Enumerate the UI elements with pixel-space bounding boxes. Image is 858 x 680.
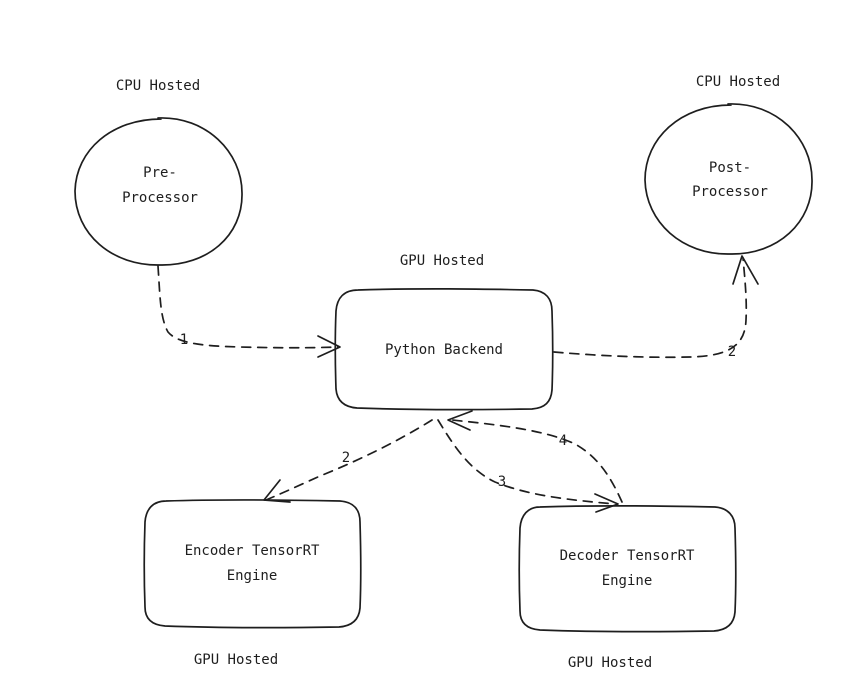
edge-backend-to-decoder-number: 3 — [498, 474, 506, 490]
edge-backend-to-encoder-line — [265, 419, 433, 501]
edge-backend-to-encoder-arrowhead — [263, 479, 291, 503]
edge-pre-to-backend-line — [157, 265, 339, 349]
edge-decoder-to-backend-line — [451, 419, 623, 503]
python-backend-hosting-label: GPU Hosted — [400, 253, 484, 269]
pre-processor-label-line2: Processor — [122, 190, 198, 206]
pre-processor-circle — [74, 117, 243, 266]
post-processor-circle — [644, 103, 813, 255]
pre-processor-label-line1: Pre- — [143, 165, 177, 181]
edge-backend-to-post-arrowhead — [732, 255, 759, 285]
edge-decoder-to-backend: 4 — [447, 410, 623, 503]
edge-decoder-to-backend-arrowhead — [447, 410, 473, 431]
edge-backend-to-encoder: 2 — [263, 419, 433, 503]
python-backend-node: GPU Hosted Python Backend — [334, 253, 554, 411]
post-processor-node: CPU Hosted Post- Processor — [644, 74, 813, 255]
edge-pre-to-backend-arrowhead — [317, 335, 341, 358]
post-processor-label-line1: Post- — [709, 160, 751, 176]
pre-processor-hosting-label: CPU Hosted — [116, 78, 200, 94]
decoder-engine-hosting-label: GPU Hosted — [568, 655, 652, 671]
encoder-engine-hosting-label: GPU Hosted — [194, 652, 278, 668]
edge-backend-to-decoder: 3 — [437, 419, 619, 513]
post-processor-label-line2: Processor — [692, 184, 768, 200]
edge-backend-to-post: 2 — [553, 255, 759, 360]
pre-processor-node: CPU Hosted Pre- Processor — [74, 78, 243, 266]
decoder-engine-node: Decoder TensorRT Engine GPU Hosted — [518, 504, 737, 671]
decoder-engine-box — [518, 504, 737, 633]
decoder-engine-label-line2: Engine — [602, 573, 653, 589]
edge-pre-to-backend-number: 1 — [180, 332, 188, 348]
edge-pre-to-backend: 1 — [157, 265, 341, 358]
edge-backend-to-post-line — [553, 257, 748, 359]
python-backend-label: Python Backend — [385, 342, 503, 358]
decoder-engine-label-line1: Decoder TensorRT — [560, 548, 695, 564]
edge-backend-to-post-number: 2 — [728, 344, 736, 360]
encoder-engine-box — [143, 498, 362, 629]
edge-backend-to-encoder-number: 2 — [342, 450, 350, 466]
encoder-engine-label-line1: Encoder TensorRT — [185, 543, 320, 559]
post-processor-hosting-label: CPU Hosted — [696, 74, 780, 90]
encoder-engine-label-line2: Engine — [227, 568, 278, 584]
encoder-engine-node: Encoder TensorRT Engine GPU Hosted — [143, 498, 362, 668]
edge-decoder-to-backend-number: 4 — [559, 433, 567, 449]
edge-backend-to-decoder-line — [437, 419, 616, 505]
edge-backend-to-decoder-arrowhead — [594, 493, 619, 513]
